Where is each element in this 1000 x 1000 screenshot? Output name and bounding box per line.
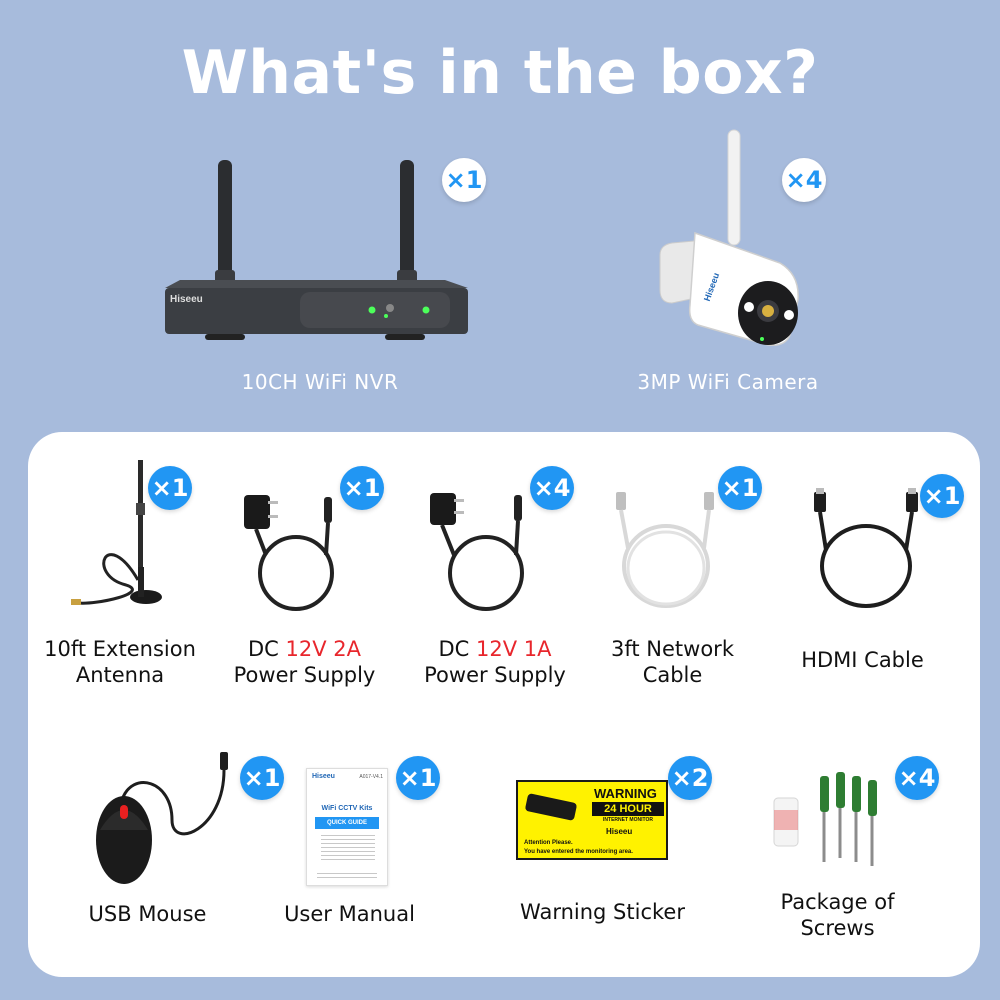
sticker-monitor-text: INTERNET MONITOR xyxy=(603,817,653,823)
usb-mouse-icon xyxy=(96,752,228,884)
power-adapter-2a-label-line2: Power Supply xyxy=(233,663,376,687)
antenna-label: 10ft Extension Antenna xyxy=(25,636,215,688)
warning-sticker-icon: WARNING 24 HOUR INTERNET MONITOR Hiseeu … xyxy=(516,780,668,860)
screws-icon xyxy=(773,772,877,866)
hdmi-cable-quantity-badge: ×1 xyxy=(920,474,964,518)
power-adapter-1a-quantity-badge: ×4 xyxy=(530,466,574,510)
screws-label-line1: Package of xyxy=(780,890,895,914)
network-cable-label-line2: Cable xyxy=(642,663,703,687)
screws-label: Package of Screws xyxy=(745,889,930,941)
sticker-camera-graphic xyxy=(524,792,578,822)
manual-heading: WiFi CCTV Kits xyxy=(321,805,373,812)
antenna-label-line1: 10ft Extension xyxy=(44,637,196,661)
manual-icon: Hiseeu A017-V4.1 WiFi CCTV Kits QUICK GU… xyxy=(306,768,388,886)
manual-banner: QUICK GUIDE xyxy=(315,817,379,829)
power-adapter-1a-prefix: DC xyxy=(438,637,476,661)
screws-quantity-badge: ×4 xyxy=(895,756,939,800)
warning-sticker-quantity-badge: ×2 xyxy=(668,756,712,800)
manual-label-line1: User Manual xyxy=(284,902,415,926)
usb-mouse-quantity-badge: ×1 xyxy=(240,756,284,800)
power-adapter-2a-label: DC 12V 2A Power Supply xyxy=(212,636,397,688)
nvr-label: 10CH WiFi NVR xyxy=(241,370,399,394)
power-adapter-2a-icon xyxy=(244,495,334,611)
antenna-quantity-badge: ×1 xyxy=(148,466,192,510)
power-adapter-1a-icon xyxy=(430,493,524,611)
manual-doc-id: A017-V4.1 xyxy=(359,774,383,780)
nvr-quantity-badge: ×1 xyxy=(442,158,486,202)
power-adapter-1a-label-line1: DC 12V 1A xyxy=(400,636,590,662)
warning-sticker-label: Warning Sticker xyxy=(500,899,705,925)
sticker-hours-text: 24 HOUR xyxy=(592,802,664,816)
manual-quantity-badge: ×1 xyxy=(396,756,440,800)
hdmi-cable-label: HDMI Cable xyxy=(775,647,950,673)
power-adapter-2a-quantity-badge: ×1 xyxy=(340,466,384,510)
manual-label: User Manual xyxy=(262,901,437,927)
power-adapter-1a-label-line2: Power Supply xyxy=(424,663,566,687)
screws-label-line2: Screws xyxy=(800,916,875,940)
nvr-recorder-icon: Hiseeu xyxy=(165,160,468,340)
power-adapter-2a-rating: 12V 2A xyxy=(285,637,362,661)
usb-mouse-label: USB Mouse xyxy=(60,901,235,927)
power-adapter-2a-prefix: DC xyxy=(247,637,286,661)
bullet-camera-icon: Hiseeu xyxy=(659,129,799,347)
page-title: What's in the box? xyxy=(181,38,819,108)
power-adapter-1a-rating: 12V 1A xyxy=(476,637,552,661)
manual-brand: Hiseeu xyxy=(312,773,335,780)
antenna-icon xyxy=(71,460,162,605)
power-adapter-2a-label-line1: DC 12V 2A xyxy=(212,636,397,662)
network-cable-quantity-badge: ×1 xyxy=(718,466,762,510)
sticker-notice-2: You have entered the monitoring area. xyxy=(524,849,633,855)
camera-quantity-badge: ×4 xyxy=(782,158,826,202)
sticker-warning-text: WARNING xyxy=(594,786,657,801)
sticker-notice-1: Attention Please. xyxy=(524,840,573,846)
manual-footer-text xyxy=(317,873,377,881)
power-adapter-1a-label: DC 12V 1A Power Supply xyxy=(400,636,590,688)
manual-text-block xyxy=(321,835,375,861)
hdmi-cable-icon xyxy=(814,488,918,608)
warning-sticker-label-line1: Warning Sticker xyxy=(520,900,685,924)
network-cable-icon xyxy=(616,492,714,608)
nvr-brand-logo: Hiseeu xyxy=(170,294,203,305)
antenna-label-line2: Antenna xyxy=(75,663,165,687)
usb-mouse-label-line1: USB Mouse xyxy=(88,902,207,926)
sticker-brand: Hiseeu xyxy=(606,827,633,836)
hdmi-cable-label-line1: HDMI Cable xyxy=(801,648,924,672)
camera-label: 3MP WiFi Camera xyxy=(637,370,819,394)
network-cable-label-line1: 3ft Network xyxy=(611,637,734,661)
network-cable-label: 3ft Network Cable xyxy=(585,636,760,688)
